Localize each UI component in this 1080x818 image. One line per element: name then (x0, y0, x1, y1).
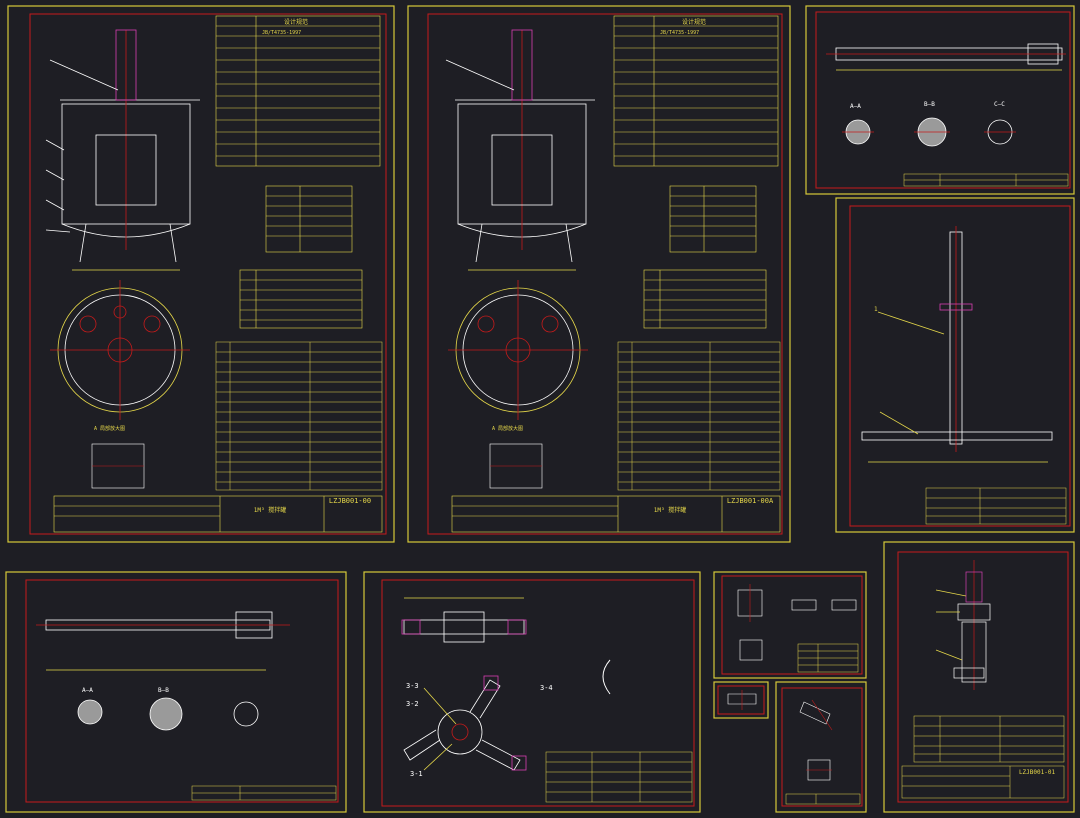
impeller-elevation (401, 597, 527, 643)
parts-list-2 (617, 341, 781, 491)
vessel-plan-view (50, 280, 190, 420)
spec-table-2 (613, 15, 779, 167)
title-block-6 (545, 751, 693, 803)
section-label-3c: C—C (994, 101, 1005, 108)
spec-heading: 设计规范 (284, 18, 308, 26)
nozzle-table-2 (643, 269, 767, 329)
section-views-3 (842, 117, 1016, 147)
title-block-5 (191, 785, 337, 801)
sheet-7 (713, 571, 867, 679)
vessel-plan-view-2 (448, 280, 588, 420)
detail-a-label: A 局部放大图 (94, 425, 125, 432)
sheet-8 (713, 681, 769, 719)
title-block-10 (901, 765, 1065, 799)
shaft-elevation (826, 43, 1066, 71)
callout-3-2: 3-2 (406, 700, 419, 708)
nozzle-table-1 (239, 269, 363, 329)
drawing-title-1: 1M³ 搅拌罐 (254, 506, 286, 514)
title-block-2 (451, 495, 781, 533)
vessel-elevation-2 (445, 29, 595, 271)
section-label-5b: B—B (158, 687, 169, 694)
sheet-2: 设计规范 JB/T4735-1997 A 局部放大图 (407, 5, 791, 543)
impeller-plan (403, 675, 527, 771)
detail-a-2 (489, 443, 543, 489)
param-table-1 (265, 185, 353, 253)
callout-3-1: 3-1 (410, 770, 423, 778)
drawing-number-2: LZJB001-00A (727, 497, 774, 505)
parts-list-10 (913, 715, 1065, 763)
drawing-number-10: LZJB001-01 (1019, 769, 1056, 776)
sheet-4: 1 (835, 197, 1075, 533)
section-label-3a: A—A (850, 103, 861, 110)
section-label-5a: A—A (82, 687, 93, 694)
callout-3-4: 3-4 (540, 684, 553, 692)
spec-heading-2: 设计规范 (682, 18, 706, 26)
blade-detail (602, 659, 611, 695)
spec-std-2: JB/T4735-1997 (660, 30, 699, 36)
title-block-1 (53, 495, 383, 533)
sheet-5: A—A B—B (5, 571, 347, 813)
callout-3-3: 3-3 (406, 682, 419, 690)
shaft-elevation-5 (36, 611, 290, 671)
section-label-3b: B—B (924, 101, 935, 108)
title-block-4 (925, 487, 1067, 525)
title-block-3 (903, 173, 1069, 187)
sheet-1: 设计规范 JB/T4735-1997 (7, 5, 395, 543)
spec-std: JB/T4735-1997 (262, 30, 301, 36)
seal-assembly (935, 560, 991, 690)
drawing-title-2: 1M³ 搅拌罐 (654, 506, 686, 514)
drawing-number-1: LZJB001-00 (329, 497, 371, 505)
sheet-3: A—A B—B C—C (805, 5, 1075, 195)
sheet-10: LZJB001-01 (883, 541, 1075, 813)
detail-a-label-2: A 局部放大图 (492, 425, 523, 432)
agitator-elevation (861, 226, 1053, 463)
parts-list-1 (215, 341, 383, 491)
section-views-5 (77, 697, 259, 731)
part-callout-4: 1 (874, 306, 878, 313)
sheet-9 (775, 681, 867, 813)
sheet-6: 3-3 3-2 3-1 3-4 (363, 571, 701, 813)
vessel-elevation (45, 29, 200, 271)
param-table-2 (669, 185, 757, 253)
spec-table-1 (215, 15, 381, 167)
detail-a (91, 443, 145, 489)
